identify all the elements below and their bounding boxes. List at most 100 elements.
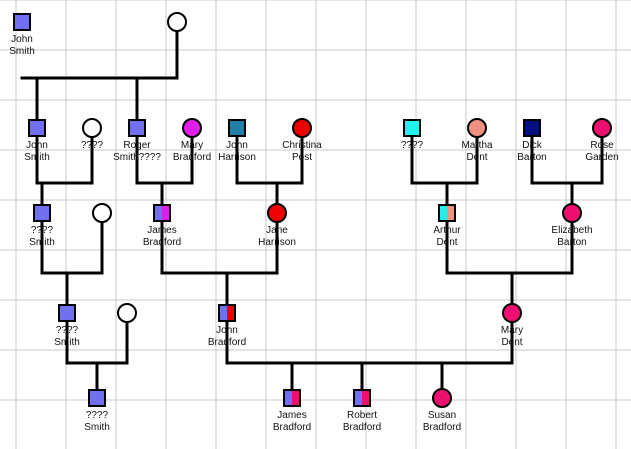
male-node-left-half <box>284 390 292 406</box>
person-label: ???? <box>372 140 452 152</box>
male-node-square <box>283 389 301 407</box>
person-first-name: ???? <box>80 140 104 151</box>
person-first-name: James <box>147 225 177 236</box>
male-node-square <box>28 119 46 137</box>
male-node-square <box>13 13 31 31</box>
male-node-left-half <box>154 205 162 221</box>
person-label: ????Smith <box>57 410 137 434</box>
male-node-square <box>88 389 106 407</box>
person-last-name: Smith <box>54 337 80 348</box>
person-first-name: Roger <box>123 140 151 151</box>
person-first-name: John <box>11 34 33 45</box>
male-node-square <box>523 119 541 137</box>
male-node-square <box>353 389 371 407</box>
male-node-square <box>228 119 246 137</box>
female-node-circle <box>117 303 137 323</box>
male-node-square <box>128 119 146 137</box>
person-last-name: Smith <box>84 422 110 433</box>
person-label: ????Smith <box>27 325 107 349</box>
male-node-square <box>218 304 236 322</box>
person-last-name: Dent <box>436 237 458 248</box>
male-node-right-half <box>227 305 235 321</box>
person-last-name: Post <box>291 152 312 163</box>
male-node-square <box>33 204 51 222</box>
person-first-name: Mary <box>500 325 524 336</box>
person-first-name: ???? <box>30 225 54 236</box>
person-first-name: Elizabeth <box>551 225 593 236</box>
male-node-square <box>438 204 456 222</box>
person-last-name: Bradford <box>342 422 382 433</box>
person-label: ???? <box>52 140 132 152</box>
person-first-name: John <box>226 140 248 151</box>
female-node-circle <box>182 118 202 138</box>
person-last-name: Barton <box>557 237 587 248</box>
female-node-circle <box>562 203 582 223</box>
person-last-name: Smith???? <box>113 152 161 163</box>
person-last-name: Dent <box>501 337 523 348</box>
female-node-circle <box>267 203 287 223</box>
person-first-name: John <box>216 325 238 336</box>
person-first-name: Susan <box>427 410 457 421</box>
person-first-name: ???? <box>85 410 109 421</box>
male-node-square <box>58 304 76 322</box>
person-last-name: Harrison <box>218 152 256 163</box>
male-node-left-half <box>219 305 227 321</box>
person-first-name: James <box>277 410 307 421</box>
male-node-left-half <box>354 390 362 406</box>
person-last-name: Smith <box>24 152 50 163</box>
person-last-name: Bradford <box>207 337 247 348</box>
person-first-name: Dick <box>522 140 542 151</box>
person-last-name: Dent <box>466 152 488 163</box>
person-first-name: Rose <box>590 140 614 151</box>
male-node-square <box>153 204 171 222</box>
person-last-name: Smith <box>29 237 55 248</box>
person-first-name: ???? <box>400 140 424 151</box>
person-first-name: Arthur <box>433 225 461 236</box>
male-node-square <box>403 119 421 137</box>
person-last-name: Bradford <box>422 422 462 433</box>
female-node-circle <box>467 118 487 138</box>
person-first-name: Robert <box>346 410 377 421</box>
female-node-circle <box>432 388 452 408</box>
person-last-name: Bradford <box>172 152 212 163</box>
person-last-name: Bradford <box>142 237 182 248</box>
female-node-circle <box>592 118 612 138</box>
female-node-circle <box>92 203 112 223</box>
person-first-name: Mary <box>180 140 204 151</box>
male-node-right-half <box>292 390 300 406</box>
person-last-name: Bradford <box>272 422 312 433</box>
male-node-right-half <box>162 205 170 221</box>
person-first-name: Christina <box>282 140 322 151</box>
male-node-left-half <box>439 205 447 221</box>
male-node-right-half <box>447 205 455 221</box>
female-node-circle <box>292 118 312 138</box>
person-first-name: ???? <box>55 325 79 336</box>
person-first-name: Jane <box>266 225 288 236</box>
person-label: ????Smith <box>2 225 82 249</box>
female-node-circle <box>167 12 187 32</box>
female-node-circle <box>82 118 102 138</box>
male-node-right-half <box>362 390 370 406</box>
person-last-name: Barton <box>517 152 547 163</box>
person-last-name: Smith <box>9 46 35 57</box>
female-node-circle <box>502 303 522 323</box>
person-first-name: Martha <box>461 140 493 151</box>
person-last-name: Harrison <box>258 237 296 248</box>
